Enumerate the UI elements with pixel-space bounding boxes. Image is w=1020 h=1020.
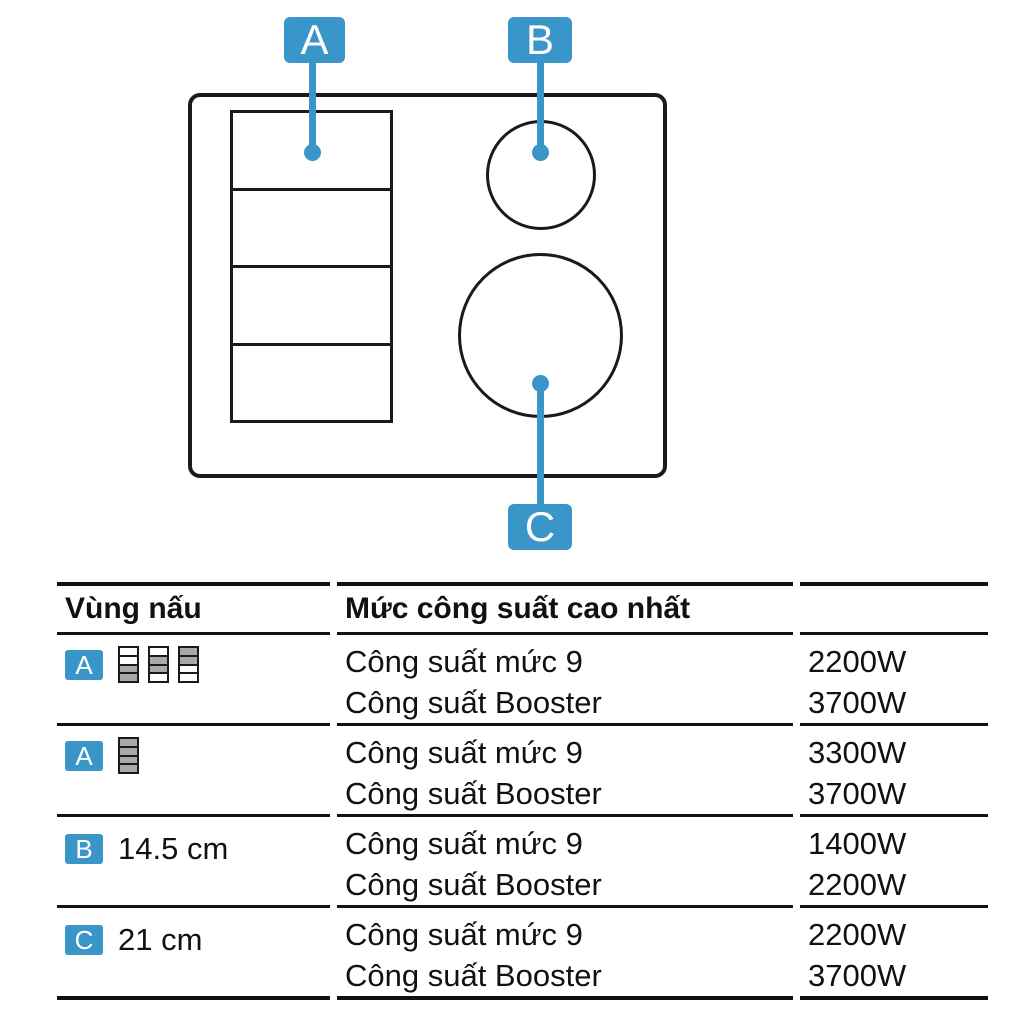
callout-a-badge: A xyxy=(284,17,345,63)
flex-zone-icon xyxy=(118,737,139,774)
zone-a-badge: A xyxy=(65,649,103,680)
header-power: Mức công suất cao nhất xyxy=(337,582,793,635)
header-values-spacer xyxy=(800,582,988,635)
power-level-value: 3300W xyxy=(808,735,907,770)
power-level-label: Công suất mức 9 xyxy=(345,644,583,679)
power-level-value: 2200W xyxy=(808,644,907,679)
callout-c-dot xyxy=(532,375,549,392)
flex-zone-icon xyxy=(148,646,169,683)
callout-c-badge: C xyxy=(508,504,572,550)
power-level-value: 2200W xyxy=(808,917,907,952)
callout-a-dot xyxy=(304,144,321,161)
table-row: C 21 cm Công suất mức 9 Công suất Booste… xyxy=(57,908,988,1000)
zone-size: 21 cm xyxy=(118,922,203,957)
flex-zone-icon xyxy=(118,646,139,683)
callout-a-line xyxy=(309,58,316,152)
zone-cell: B 14.5 cm xyxy=(65,823,330,869)
table-header-row: Vùng nấu Mức công suất cao nhất xyxy=(57,582,988,635)
booster-label: Công suất Booster xyxy=(345,776,602,811)
flex-zone-icon xyxy=(178,646,199,683)
booster-label: Công suất Booster xyxy=(345,867,602,902)
zone-cell: A xyxy=(65,641,330,683)
flex-zone-segment-4 xyxy=(233,342,390,421)
power-spec-table: Vùng nấu Mức công suất cao nhất A Công s… xyxy=(50,582,995,1000)
booster-label: Công suất Booster xyxy=(345,685,602,720)
callout-b-line xyxy=(537,58,544,152)
zone-c-badge: C xyxy=(65,924,103,955)
table-row: A Công suất mức 9 Công suất Booster 2200… xyxy=(57,635,988,726)
booster-value: 3700W xyxy=(808,685,907,720)
booster-value: 3700W xyxy=(808,958,907,993)
flex-zone-segment-3 xyxy=(233,265,390,343)
zone-cell: C 21 cm xyxy=(65,914,330,960)
booster-value: 2200W xyxy=(808,867,907,902)
zone-size: 14.5 cm xyxy=(118,831,229,866)
header-zone: Vùng nấu xyxy=(57,582,330,635)
callout-b-dot xyxy=(532,144,549,161)
zone-b-badge: B xyxy=(65,833,103,864)
zone-a-badge: A xyxy=(65,740,103,771)
flex-zone-segment-2 xyxy=(233,187,390,266)
booster-label: Công suất Booster xyxy=(345,958,602,993)
power-level-label: Công suất mức 9 xyxy=(345,917,583,952)
callout-c-line xyxy=(537,384,544,505)
cooktop-diagram: A B C xyxy=(188,17,667,550)
table-row: A Công suất mức 9 Công suất Booster 3300… xyxy=(57,726,988,817)
callout-b-badge: B xyxy=(508,17,572,63)
flex-zone-config-icons xyxy=(118,737,139,774)
power-level-label: Công suất mức 9 xyxy=(345,826,583,861)
table-row: B 14.5 cm Công suất mức 9 Công suất Boos… xyxy=(57,817,988,908)
booster-value: 3700W xyxy=(808,776,907,811)
zone-cell: A xyxy=(65,732,330,774)
power-level-label: Công suất mức 9 xyxy=(345,735,583,770)
flex-zone-config-icons xyxy=(118,646,199,683)
power-level-value: 1400W xyxy=(808,826,907,861)
